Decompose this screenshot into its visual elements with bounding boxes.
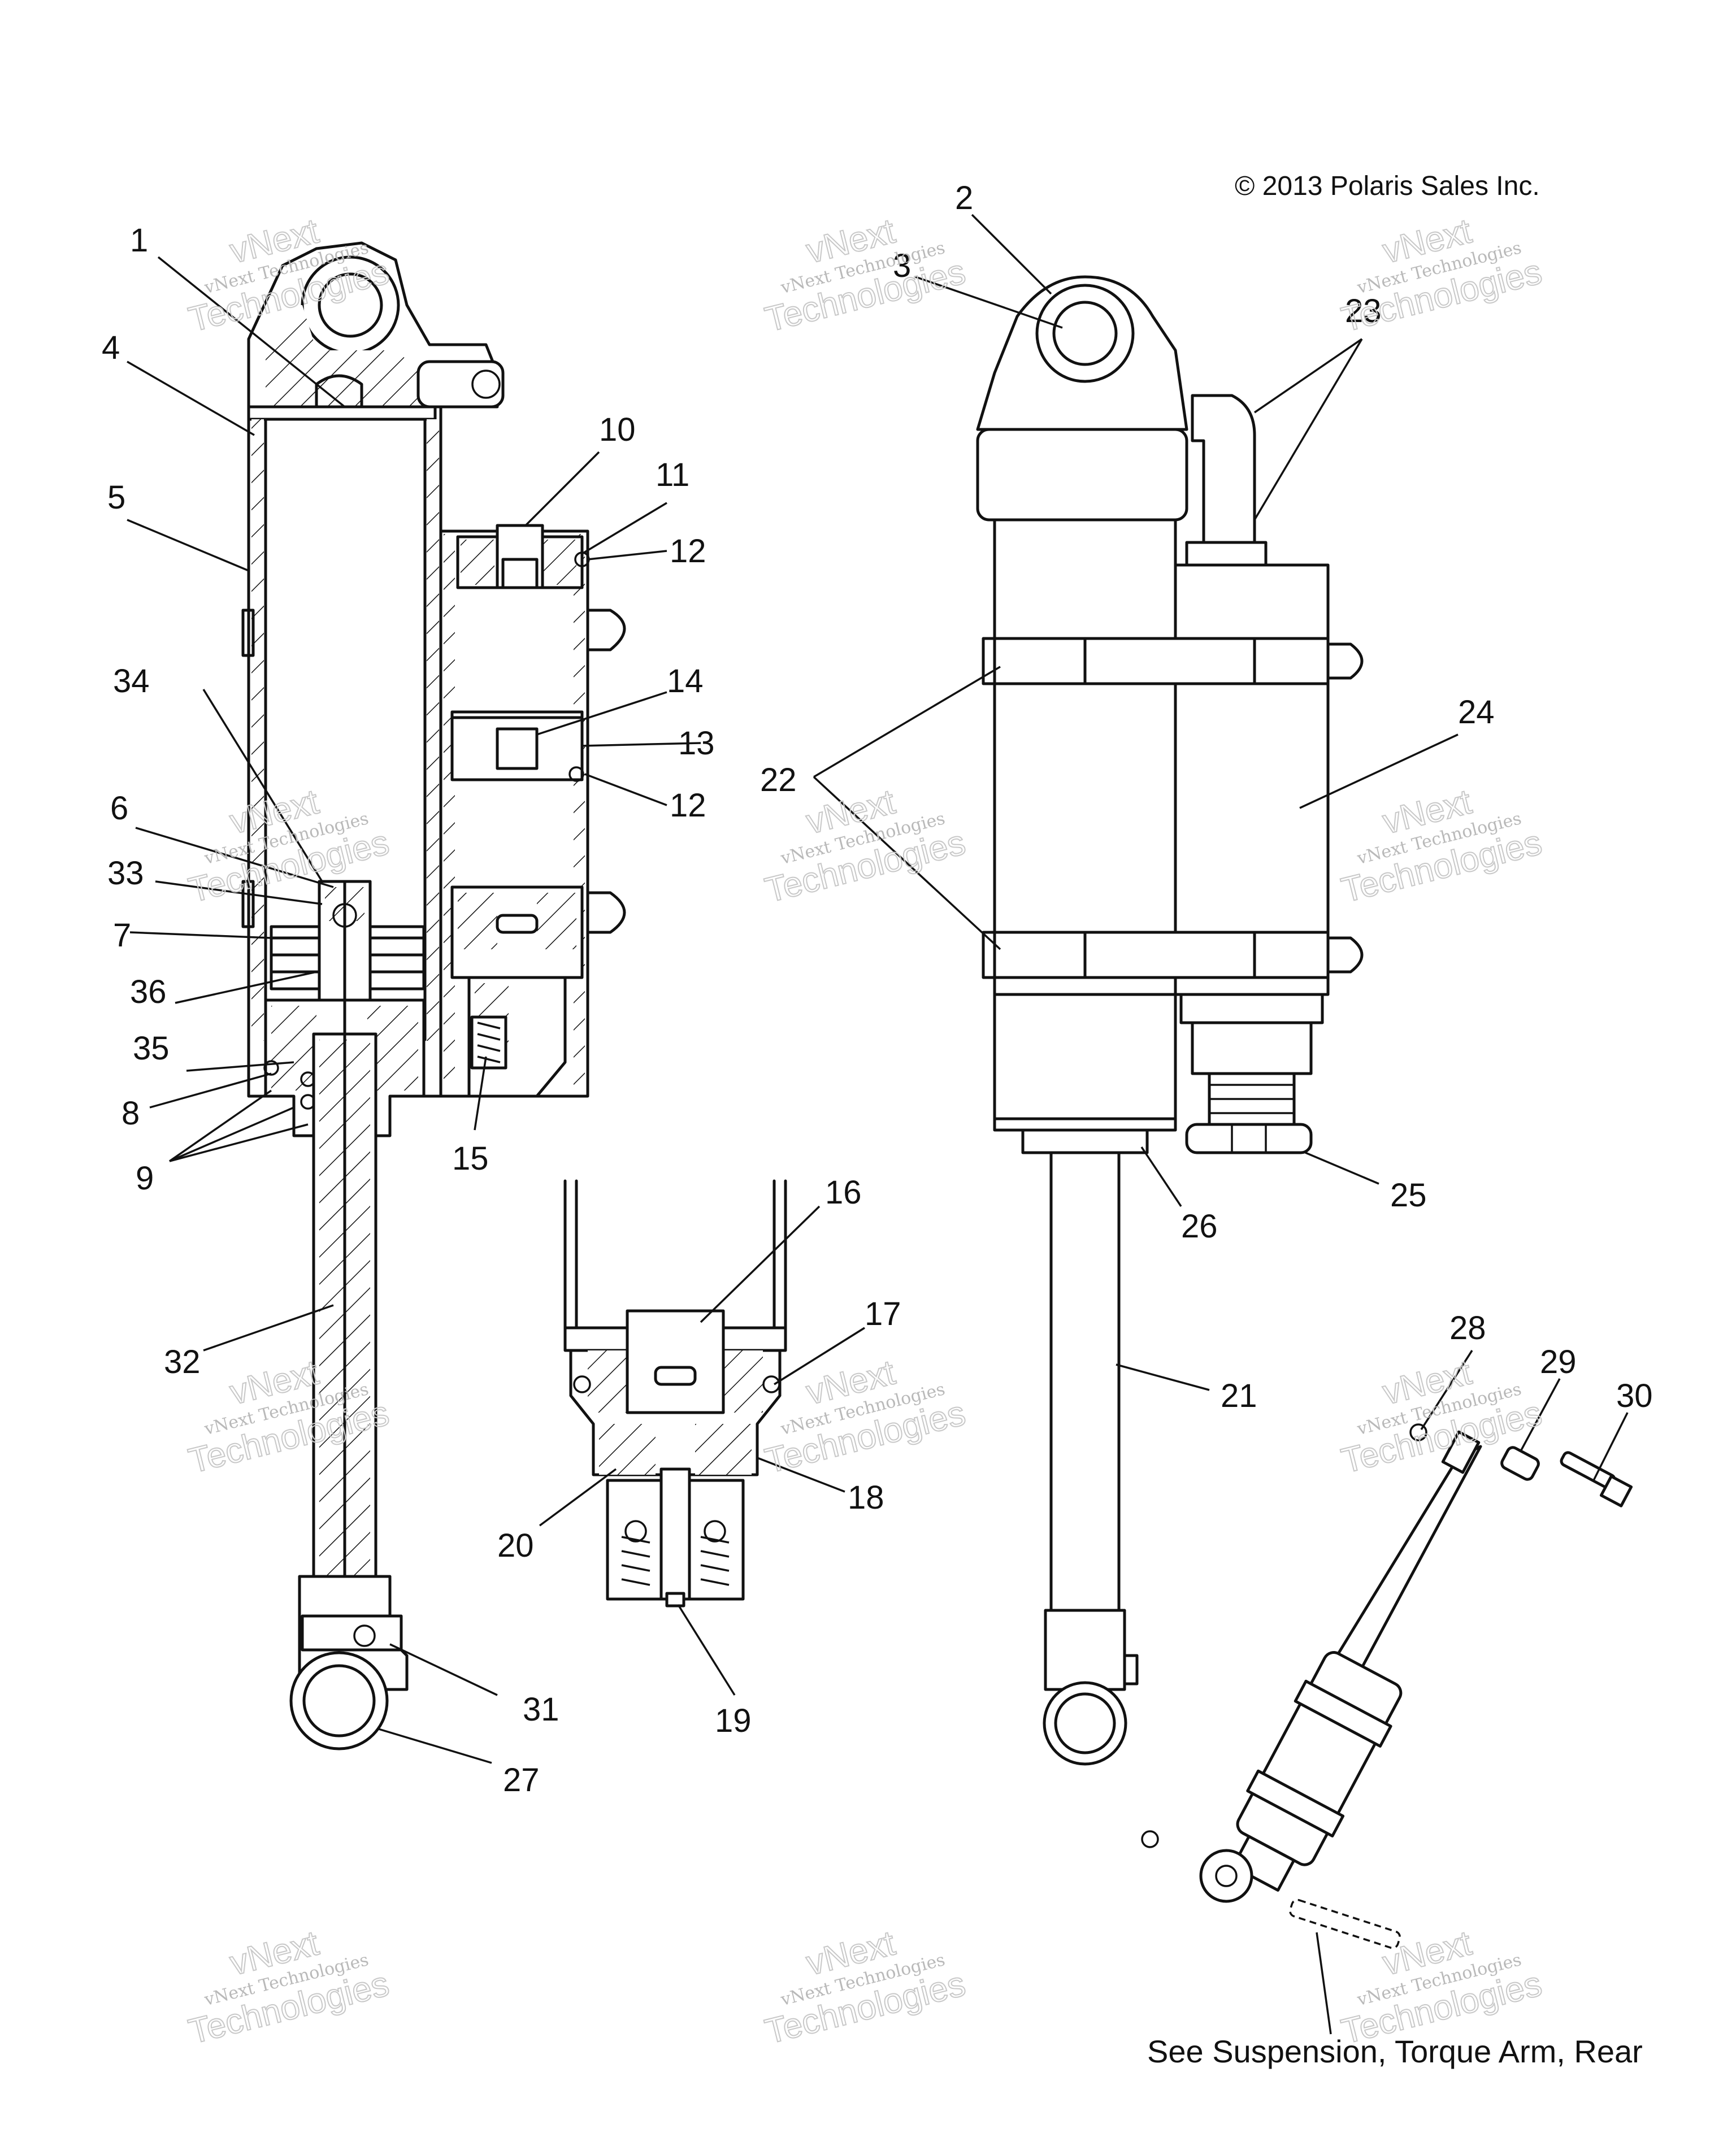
callout-23: 23 — [1345, 293, 1382, 329]
callout-14: 14 — [667, 663, 704, 700]
callout-30: 30 — [1616, 1378, 1653, 1414]
callout-29: 29 — [1540, 1344, 1577, 1380]
callout-12a: 12 — [670, 533, 706, 570]
callout-labels: 1 2 3 4 5 6 7 8 9 10 11 12 12 13 14 15 1… — [102, 180, 1653, 1799]
callout-19: 19 — [715, 1702, 752, 1739]
callout-1: 1 — [130, 222, 148, 259]
callout-27: 27 — [503, 1762, 540, 1799]
exterior-body-tube — [993, 518, 1177, 1120]
callout-26: 26 — [1181, 1208, 1218, 1245]
callout-36: 36 — [130, 974, 167, 1010]
callout-18: 18 — [848, 1479, 884, 1516]
reservoir-section — [439, 524, 626, 1098]
sectional-shock-view — [241, 241, 505, 1750]
callout-34: 34 — [113, 663, 150, 700]
callout-2: 2 — [955, 180, 973, 216]
callout-32: 32 — [164, 1344, 201, 1380]
callout-28: 28 — [1449, 1310, 1486, 1346]
callout-21: 21 — [1221, 1378, 1257, 1414]
callout-31: 31 — [523, 1691, 559, 1728]
callout-9: 9 — [136, 1160, 154, 1197]
callout-22: 22 — [760, 762, 797, 798]
callout-24: 24 — [1458, 694, 1495, 731]
exterior-shock-view — [976, 275, 1364, 1766]
callout-8: 8 — [121, 1095, 140, 1132]
callout-33: 33 — [107, 855, 144, 892]
adjuster-detail-view — [563, 1179, 787, 1608]
callout-12b: 12 — [670, 787, 706, 824]
copyright-notice: © 2013 Polaris Sales Inc. — [1235, 171, 1540, 201]
callout-10: 10 — [599, 411, 636, 448]
callout-17: 17 — [865, 1296, 901, 1332]
callout-7: 7 — [113, 917, 131, 954]
callout-4: 4 — [102, 329, 120, 366]
leader-lines — [127, 214, 1629, 2035]
callout-5: 5 — [107, 479, 125, 516]
installed-shock-thumbnail — [1141, 1423, 1633, 1949]
reservoir-can — [1174, 563, 1330, 996]
callout-11: 11 — [656, 457, 689, 493]
cross-reference-note: See Suspension, Torque Arm, Rear — [1147, 2034, 1643, 2069]
callout-20: 20 — [497, 1527, 534, 1564]
callout-25: 25 — [1390, 1177, 1427, 1214]
callout-6: 6 — [110, 790, 128, 827]
callout-15: 15 — [452, 1140, 489, 1177]
callout-13: 13 — [678, 725, 715, 762]
callout-35: 35 — [133, 1030, 170, 1067]
callout-3: 3 — [893, 247, 911, 284]
callout-16: 16 — [825, 1174, 862, 1211]
